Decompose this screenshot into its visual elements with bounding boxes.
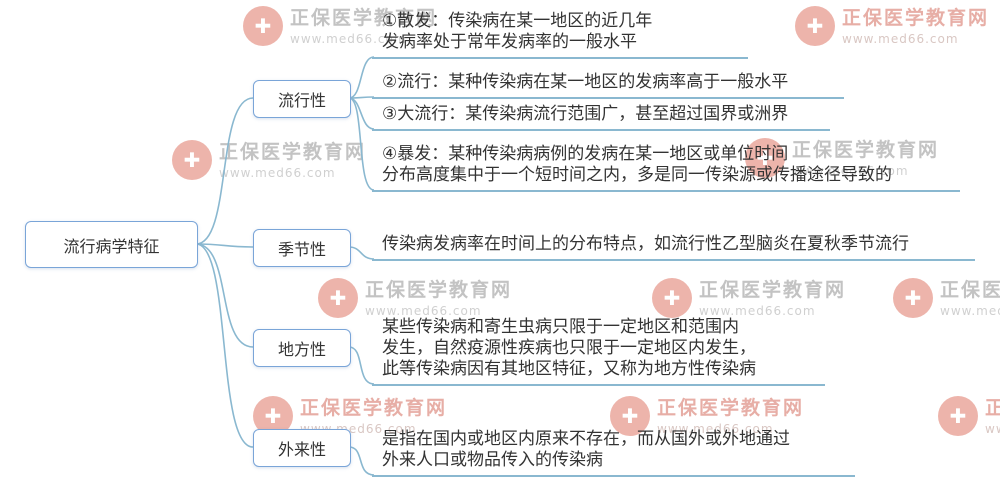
branch-label: 季节性 [277,240,326,259]
leaf-sporadic: ①散发：传染病在某一地区的近几年 发病率处于常年发病率的一般水平 [372,11,748,59]
leaf-seasonal-desc: 传染病发病率在时间上的分布特点，如流行性乙型脑炎在夏秋季节流行 [372,234,975,261]
leaf-epidemic: ②流行：某种传染病在某一地区的发病率高于一般水平 [372,72,844,99]
leaf-pandemic: ③大流行：某传染病流行范围广，甚至超过国界或洲界 [372,104,830,131]
leaf-imported-desc: 是指在国内或地区内原来不存在，而从国外或外地通过 外来人口或物品传入的传染病 [372,429,855,477]
branch-node-epidemic: 流行性 [253,80,351,118]
branch-label: 流行性 [277,91,326,110]
branch-node-imported: 外来性 [253,429,351,467]
branch-node-regional: 地方性 [253,329,351,367]
branch-label: 地方性 [277,340,326,359]
leaf-regional-desc: 某些传染病和寄生虫病只限于一定地区和范围内 发生，自然疫源性疾病也只限于一定地区… [372,317,825,386]
root-node-epidemiological-features: 流行病学特征 [25,221,198,268]
root-node-label: 流行病学特征 [63,236,160,256]
branch-node-seasonal: 季节性 [253,229,351,267]
branch-label: 外来性 [277,440,326,459]
leaf-outbreak: ④暴发：某种传染病病例的发病在某一地区或单位时间 分布高度集中于一个短时间之内，… [372,144,960,192]
